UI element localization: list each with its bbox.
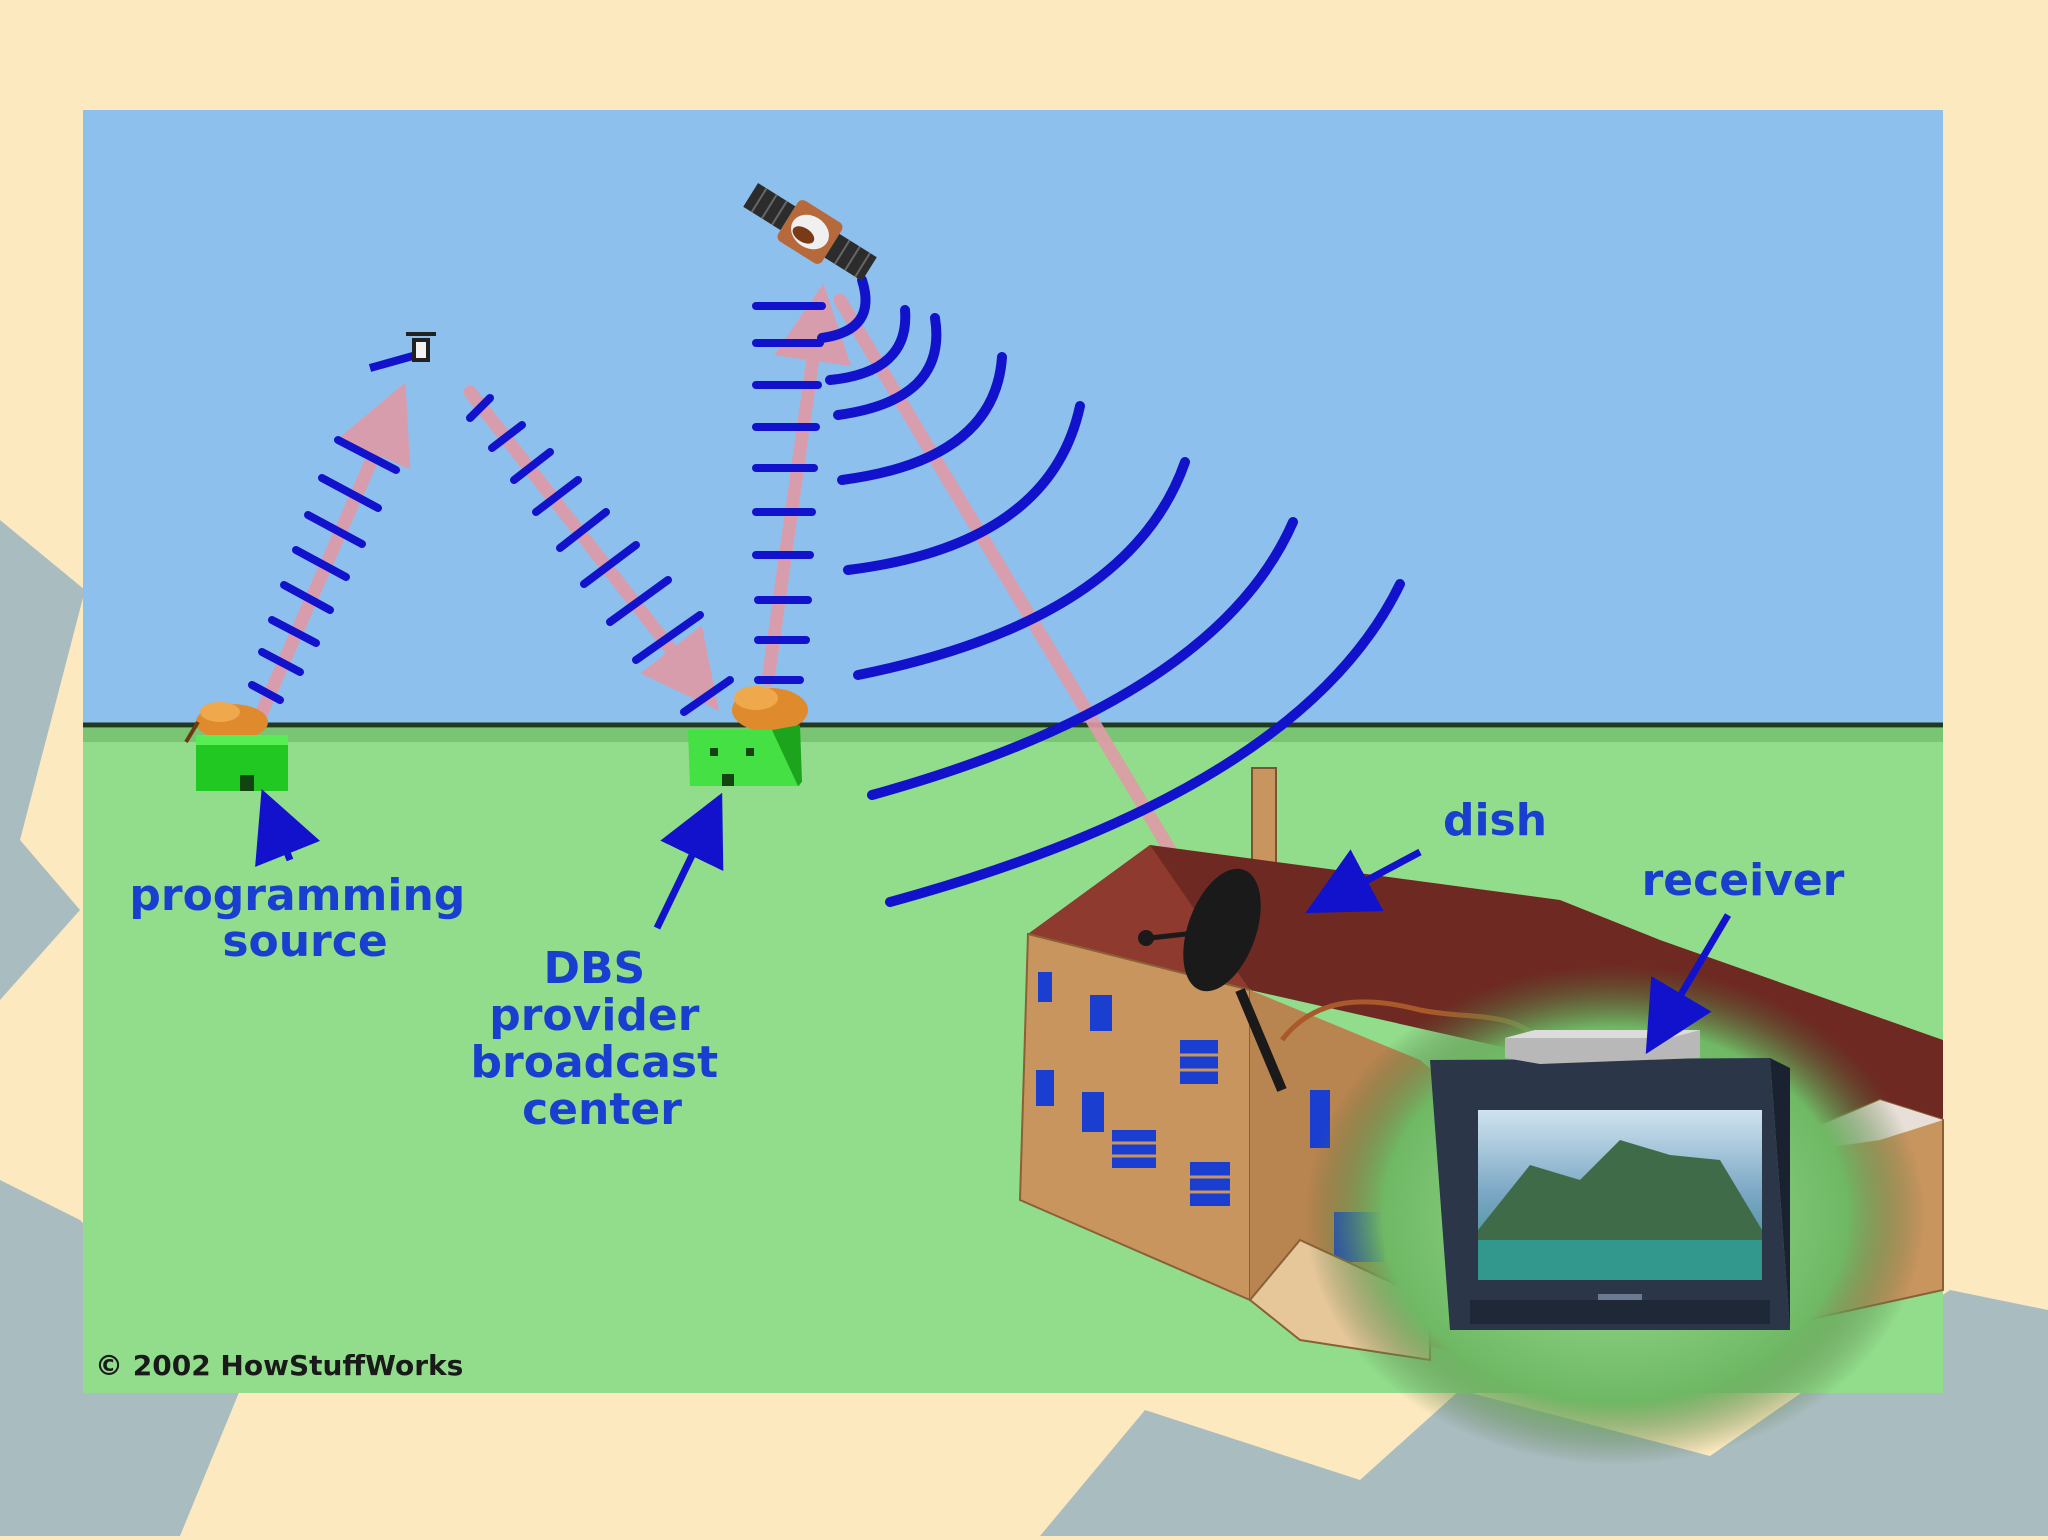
labels: programming source DBS provider broadcas… — [129, 795, 1844, 1135]
dbs-center-label: DBS provider broadcast center — [471, 943, 734, 1135]
uplink-waves — [248, 436, 400, 704]
programming-source-building — [184, 702, 288, 791]
dbs-broadcast-center-building — [688, 686, 808, 786]
receiver-box — [1505, 1030, 1700, 1064]
dish-label: dish — [1443, 795, 1547, 846]
receiver-label: receiver — [1642, 855, 1845, 906]
dbs-uplink-waves — [752, 302, 826, 684]
television — [1305, 965, 1925, 1465]
satellite-dish-icon — [1138, 868, 1287, 1092]
relay-downlink-waves — [466, 394, 734, 716]
copyright-text: © 2002 HowStuffWorks — [95, 1349, 463, 1382]
label-arrows — [255, 789, 1732, 1055]
dbs-satellite-icon — [743, 183, 877, 281]
broadcast-arcs — [817, 275, 1405, 907]
relay-satellite-icon — [368, 332, 436, 372]
programming-source-label: programming source — [129, 870, 480, 967]
